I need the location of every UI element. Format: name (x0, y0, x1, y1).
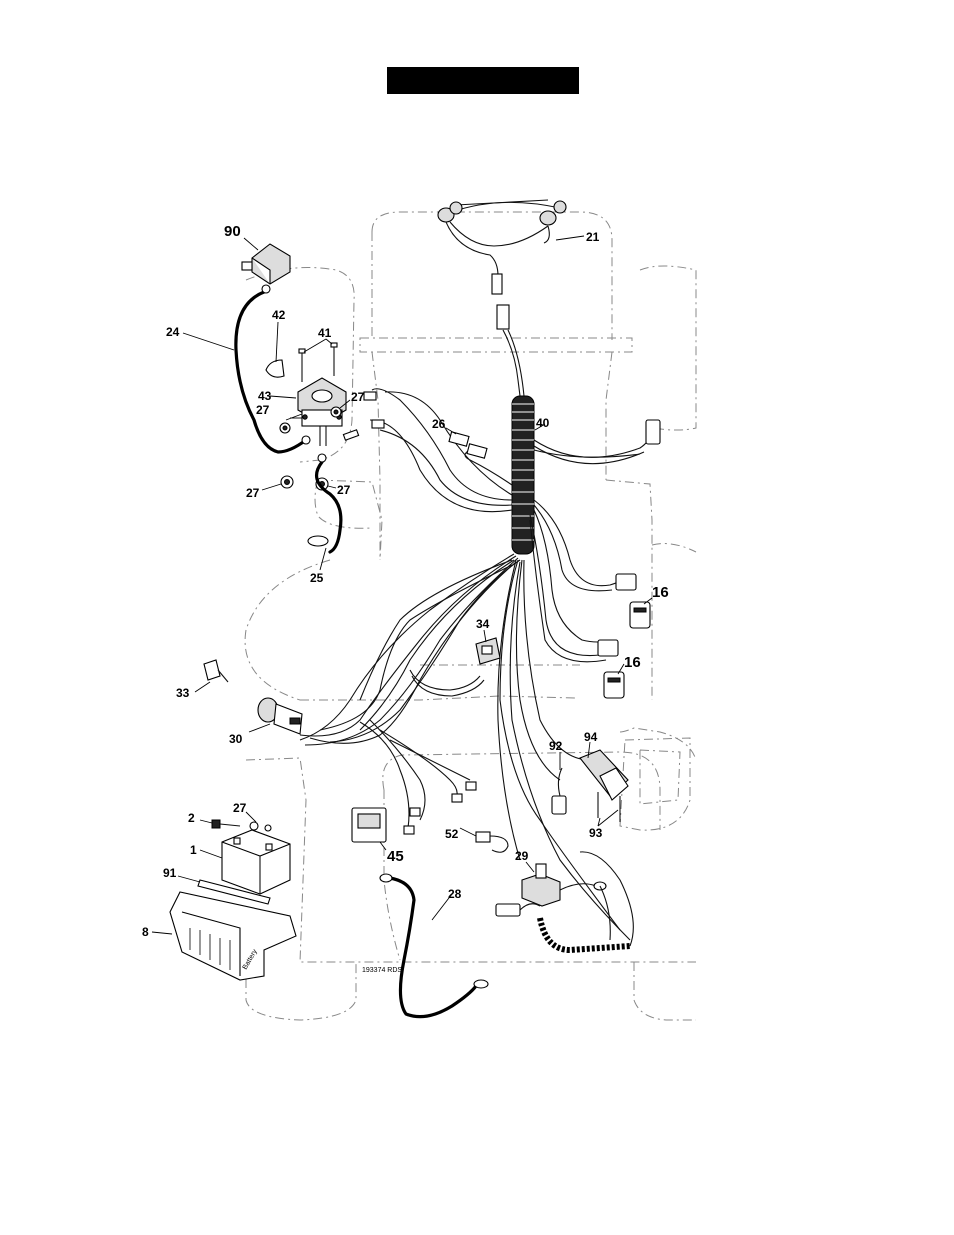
part-25-cable (308, 454, 341, 570)
label-45: 45 (387, 848, 404, 865)
part-34-rocker-switch (476, 630, 500, 664)
part-93-screws (598, 792, 620, 826)
label-90: 90 (224, 223, 241, 240)
label-93: 93 (589, 826, 603, 840)
part-30-ignition-switch (249, 698, 302, 734)
part-92-switch (552, 752, 566, 814)
label-27-b: 27 (256, 403, 270, 417)
label-24: 24 (166, 325, 180, 339)
label-27-a: 27 (351, 390, 365, 404)
label-16-a: 16 (652, 584, 669, 601)
part-24-battery-cable (183, 285, 310, 452)
label-16-b: 16 (624, 654, 641, 671)
label-2: 2 (188, 811, 195, 825)
label-43: 43 (258, 389, 272, 403)
part-45-hour-meter (352, 808, 386, 850)
part-42-boot (266, 322, 284, 377)
label-92: 92 (549, 739, 563, 753)
label-28: 28 (448, 887, 462, 901)
part-16-switch-lower (598, 640, 624, 698)
label-30: 30 (229, 732, 243, 746)
part-90-relay (242, 238, 290, 284)
part-21-headlight-harness (438, 200, 584, 294)
label-41: 41 (318, 326, 332, 340)
footer-code: 193374 RDS (362, 967, 402, 974)
part-94-module (580, 742, 628, 800)
part-52-connector (404, 782, 508, 852)
label-94: 94 (584, 730, 598, 744)
label-8: 8 (142, 925, 149, 939)
label-91: 91 (163, 866, 177, 880)
label-27-c: 27 (246, 486, 260, 500)
label-25: 25 (310, 571, 324, 585)
label-42: 42 (272, 308, 286, 322)
part-33-ignition-key (195, 660, 228, 692)
label-26: 26 (432, 417, 446, 431)
label-34: 34 (476, 617, 490, 631)
label-40: 40 (536, 416, 550, 430)
label-1: 1 (190, 843, 197, 857)
part-41-bolts (299, 339, 337, 382)
label-52: 52 (445, 827, 459, 841)
part-8-battery-tray: Battery (152, 892, 296, 980)
label-27-d: 27 (337, 483, 351, 497)
label-27-e: 27 (233, 801, 247, 815)
label-29: 29 (515, 849, 529, 863)
label-21: 21 (586, 230, 600, 244)
part-26-connectors (446, 428, 487, 458)
part-16-switch-upper (616, 574, 652, 628)
label-33: 33 (176, 686, 190, 700)
